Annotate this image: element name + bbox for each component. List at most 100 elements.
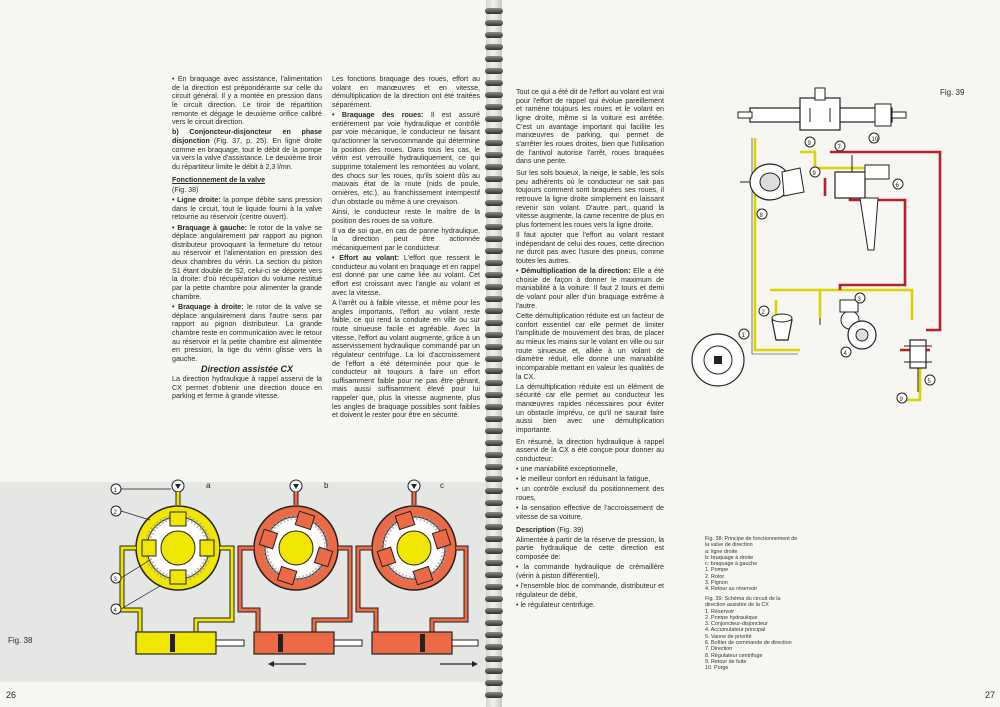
caption-line: 2. Pompe hydraulique: [705, 614, 758, 621]
binding-ring: [485, 200, 503, 206]
binding-ring: [485, 620, 503, 626]
binding-ring: [485, 32, 503, 38]
caption-line: 7. Direction: [705, 646, 733, 653]
binding-ring: [485, 488, 503, 494]
paragraph: En résumé, la direction hydraulique à ra…: [516, 437, 664, 463]
figure-38-callouts: 1 2 3 4: [110, 483, 171, 615]
caption-line: 8. Régulateur centrifuge: [705, 652, 763, 659]
paragraph: La direction hydraulique à rappel asserv…: [172, 375, 322, 401]
paragraph: • Effort au volant: L'effort que ressent…: [332, 254, 480, 297]
callout: 4: [844, 351, 848, 357]
caption-line: b: braquage à droite: [705, 554, 754, 561]
priority-valve-5: [904, 339, 932, 392]
binding-ring: [485, 140, 503, 146]
binding-ring: [485, 296, 503, 302]
binding-ring: [485, 332, 503, 338]
callout: 1: [742, 333, 746, 339]
binding-ring: [485, 176, 503, 182]
binding-ring: [485, 68, 503, 74]
binding-ring: [485, 44, 503, 50]
section-heading: Direction assistée CX: [200, 364, 294, 374]
steering-rack-7: [737, 87, 907, 131]
paragraph: Description (Fig. 39): [516, 526, 664, 535]
left-column-1: • En braquage avec assistance, l'aliment…: [172, 75, 322, 403]
caption-line: 2. Rotor: [705, 573, 725, 580]
valve-panel-b: b: [237, 479, 363, 667]
binding-ring: [485, 164, 503, 170]
figure-38-diagram: a 1 2 3 4: [110, 479, 479, 667]
figure-38-caption: Fig. 38: Principe de fonctionnement de l…: [705, 536, 797, 593]
binding-ring: [485, 584, 503, 590]
binding-ring: [485, 512, 503, 518]
caption-line: 5. Vanne de priorité: [705, 633, 752, 640]
item-label: • Effort au volant:: [332, 254, 400, 263]
binding-ring: [485, 128, 503, 134]
bullet: • la sensation effective de l'accroissem…: [516, 504, 664, 521]
caption-line: a: ligne droite: [705, 548, 738, 555]
callout: 1: [114, 488, 118, 494]
figure-39-caption: Fig. 39: Schéma du circuit de la directi…: [705, 596, 792, 672]
figure-label: Fig. 38: [8, 636, 33, 645]
callout: 5: [928, 379, 932, 385]
paragraph-text: L'effort que ressent le conducteur au vo…: [332, 254, 481, 297]
caption-line: 3. Conjoncteur-disjoncteur: [705, 621, 768, 628]
cutout-3-accumulator-4: [839, 299, 877, 350]
figure-ref: (Fig. 39): [555, 525, 584, 534]
paragraph: b) Conjoncteur-disjoncteur en phase disj…: [172, 128, 322, 171]
caption-line: 10. Purge: [705, 665, 729, 672]
caption-line: 3. Pignon: [705, 580, 728, 587]
bullet: • le meilleur confort en réduisant la fa…: [516, 475, 651, 484]
binding-ring: [485, 536, 503, 542]
caption-line: 6. Boîtier de commande de direction: [705, 640, 792, 647]
callout: 6: [896, 183, 900, 189]
item-label: • Ligne droite:: [172, 196, 221, 205]
binding-ring: [485, 56, 503, 62]
callout: 4: [114, 608, 118, 614]
section-heading: Fonctionnement de la valve: [172, 175, 266, 184]
left-column-2: Les fonctions braquage des roues, effort…: [332, 75, 480, 422]
paragraph: • Braquage des roues: Il est assuré enti…: [332, 111, 480, 206]
section-heading: Description: [516, 525, 556, 534]
bullet: • la commande hydraulique de crémaillère…: [516, 563, 664, 580]
binding-ring: [485, 20, 503, 26]
paragraph: • Démultiplication de la direction: Elle…: [516, 267, 664, 310]
figure-39-callouts: 9 7 10 9 6 8 3 2 1 4 5 9: [738, 132, 936, 404]
bullet: • l'ensemble bloc de commande, distribut…: [516, 581, 664, 599]
binding-ring: [485, 80, 503, 86]
figure-ref: (Fig. 38): [172, 185, 199, 194]
caption-line: 1. Pompe: [705, 567, 729, 574]
right-column-1: Tout ce qui a été dit de l'effort au vol…: [516, 88, 664, 611]
binding-ring: [485, 188, 503, 194]
panel-label: a: [206, 481, 211, 490]
item-label: • Braquage à droite:: [172, 302, 244, 311]
binding-ring: [485, 548, 503, 554]
centrifugal-regulator-8: [740, 163, 805, 201]
caption-line: Fig. 38: Principe de fonctionnement de: [705, 536, 798, 542]
panel-label: b: [324, 481, 329, 490]
callout: 2: [114, 510, 118, 516]
binding-ring: [485, 656, 503, 662]
binding-ring: [485, 104, 503, 110]
binding-ring: [485, 668, 503, 674]
paragraph: La démultiplication réduite est un éléme…: [516, 382, 664, 434]
bullet: • le régulateur centrifuge.: [516, 600, 595, 609]
binding-ring: [485, 308, 503, 314]
callout: 2: [762, 310, 766, 316]
paragraph: Ainsi, le conducteur reste le maître de …: [332, 207, 480, 225]
paragraph-text: Elle a été choisie de façon à donner le …: [516, 267, 664, 310]
paragraph: Cette démultiplication réduite est un fa…: [516, 311, 664, 381]
binding-ring: [485, 272, 503, 278]
paragraph: • Braquage à gauche: le rotor de la valv…: [172, 224, 322, 302]
binding-ring: [485, 260, 503, 266]
right-page: Tout ce qui a été dit de l'effort au vol…: [500, 0, 1000, 707]
paragraph-text: la pompe débite sans pression dans le ci…: [172, 196, 322, 222]
binding-ring: [485, 152, 503, 158]
callout: 7: [838, 145, 842, 151]
paragraph: Tout ce qui a été dit de l'effort au vol…: [516, 88, 664, 166]
caption-line: la valve de direction: [705, 542, 753, 549]
binding-ring: [485, 284, 503, 290]
binding-ring: [485, 416, 503, 422]
bullet: • un contrôle exclusif du positionnement…: [516, 485, 664, 503]
binding-ring: [485, 452, 503, 458]
binding-ring: [485, 524, 503, 530]
